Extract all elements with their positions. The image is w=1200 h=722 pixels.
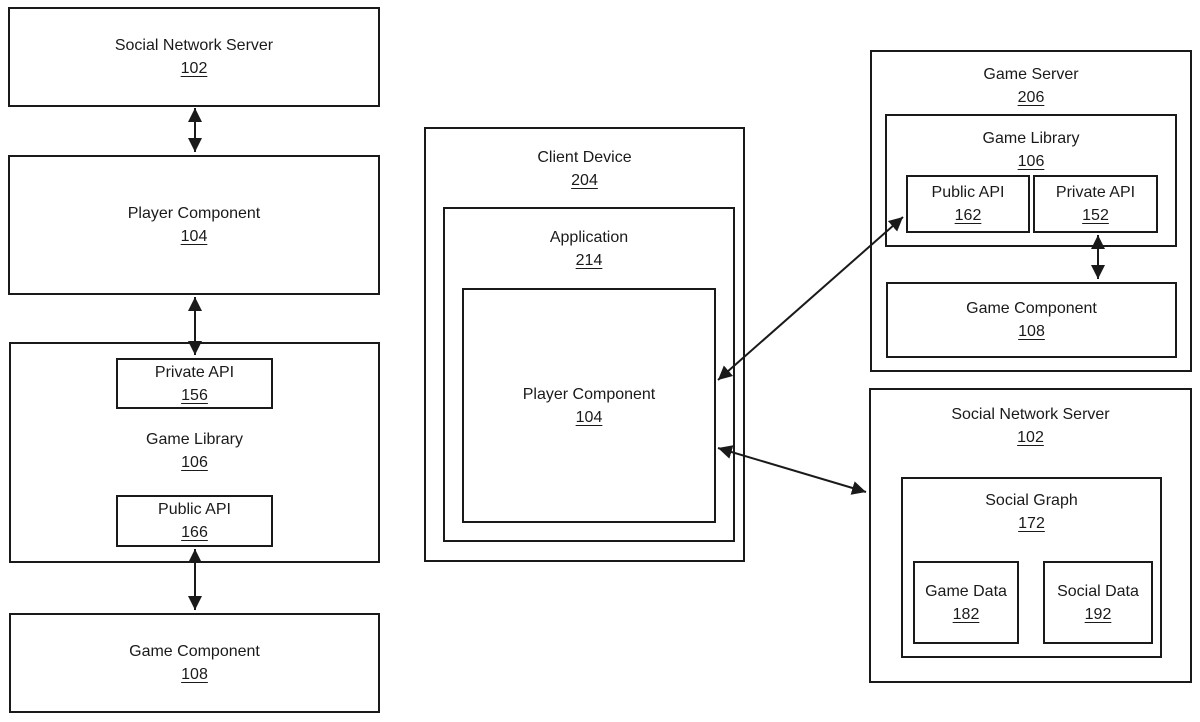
game-component-left-label: Game Component xyxy=(129,643,260,660)
social-graph-text: Social Graph 172 xyxy=(903,489,1160,535)
box-game-library-server: Game Library 106 Public API 162 Private … xyxy=(885,114,1177,247)
node-text: Private API 156 xyxy=(155,361,234,407)
client-device-ref: 204 xyxy=(571,172,598,189)
box-social-data: Social Data 192 xyxy=(1043,561,1153,644)
application-text: Application 214 xyxy=(445,226,733,272)
node-text: Social Network Server 102 xyxy=(115,34,273,80)
node-text: Game Data 182 xyxy=(925,580,1007,626)
public-api-server-label: Public API xyxy=(931,184,1005,201)
game-component-server-ref: 108 xyxy=(1018,323,1045,340)
box-game-library-left: Private API 156 Game Library 106 Public … xyxy=(9,342,380,563)
box-player-component-left: Player Component 104 xyxy=(8,155,380,295)
social-network-server-right-ref: 102 xyxy=(1017,429,1044,446)
game-library-server-label: Game Library xyxy=(982,130,1080,147)
game-data-ref: 182 xyxy=(952,605,980,623)
game-server-ref: 206 xyxy=(1017,89,1045,106)
game-data-label: Game Data xyxy=(925,582,1007,600)
game-server-text: Game Server 206 xyxy=(872,63,1190,109)
game-library-left-text: Game Library 106 xyxy=(11,428,378,474)
box-social-network-server-right: Social Network Server 102 Social Graph 1… xyxy=(869,388,1192,683)
player-component-client-label: Player Component xyxy=(522,385,656,403)
game-server-label: Game Server xyxy=(983,66,1079,83)
node-text: Public API 166 xyxy=(158,498,231,544)
social-network-server-right-text: Social Network Server 102 xyxy=(871,403,1190,449)
game-component-left-ref: 108 xyxy=(181,666,208,683)
private-api-left-ref: 156 xyxy=(181,386,208,404)
public-api-server-ref: 162 xyxy=(954,207,982,224)
player-component-client-ref: 104 xyxy=(575,408,603,426)
social-network-server-left-ref: 102 xyxy=(180,60,208,77)
game-library-left-ref: 106 xyxy=(181,454,208,471)
private-api-left-label: Private API xyxy=(154,363,235,381)
node-text: Private API 152 xyxy=(1056,181,1135,227)
box-social-graph: Social Graph 172 Game Data 182 Social Da… xyxy=(901,477,1162,658)
application-ref: 214 xyxy=(575,252,603,269)
node-text: Social Data 192 xyxy=(1057,580,1139,626)
social-network-server-left-label: Social Network Server xyxy=(114,37,274,54)
node-text: Game Component 108 xyxy=(129,640,260,686)
box-game-component-server: Game Component 108 xyxy=(886,282,1177,358)
box-game-component-left: Game Component 108 xyxy=(9,613,380,713)
game-library-server-text: Game Library 106 xyxy=(887,127,1175,173)
node-text: Player Component 104 xyxy=(523,383,656,429)
client-device-label: Client Device xyxy=(537,149,632,166)
box-player-component-client: Player Component 104 xyxy=(462,288,716,523)
private-api-server-ref: 152 xyxy=(1082,207,1109,224)
box-public-api-server: Public API 162 xyxy=(906,175,1030,233)
social-graph-label: Social Graph xyxy=(985,492,1078,509)
box-application: Application 214 Player Component 104 xyxy=(443,207,735,542)
client-device-text: Client Device 204 xyxy=(426,146,743,192)
box-private-api-server: Private API 152 xyxy=(1033,175,1158,233)
box-social-network-server-left: Social Network Server 102 xyxy=(8,7,380,107)
box-client-device: Client Device 204 Application 214 Player… xyxy=(424,127,745,562)
box-private-api-left: Private API 156 xyxy=(116,358,273,409)
social-graph-ref: 172 xyxy=(1018,515,1045,532)
node-text: Player Component 104 xyxy=(128,202,261,248)
public-api-left-label: Public API xyxy=(158,501,231,518)
public-api-left-ref: 166 xyxy=(181,524,208,541)
box-public-api-left: Public API 166 xyxy=(116,495,273,547)
social-network-server-right-label: Social Network Server xyxy=(951,406,1110,423)
application-label: Application xyxy=(549,229,629,246)
player-component-left-ref: 104 xyxy=(180,228,208,245)
game-library-left-label: Game Library xyxy=(146,431,243,448)
player-component-left-label: Player Component xyxy=(127,205,261,222)
game-component-server-label: Game Component xyxy=(966,300,1097,317)
node-text: Public API 162 xyxy=(932,181,1005,227)
node-text: Game Component 108 xyxy=(966,297,1097,343)
box-game-server: Game Server 206 Game Library 106 Public … xyxy=(870,50,1192,372)
social-data-ref: 192 xyxy=(1084,605,1112,623)
game-library-server-ref: 106 xyxy=(1017,153,1045,170)
social-data-label: Social Data xyxy=(1057,582,1139,600)
box-game-data: Game Data 182 xyxy=(913,561,1019,644)
private-api-server-label: Private API xyxy=(1055,184,1136,201)
